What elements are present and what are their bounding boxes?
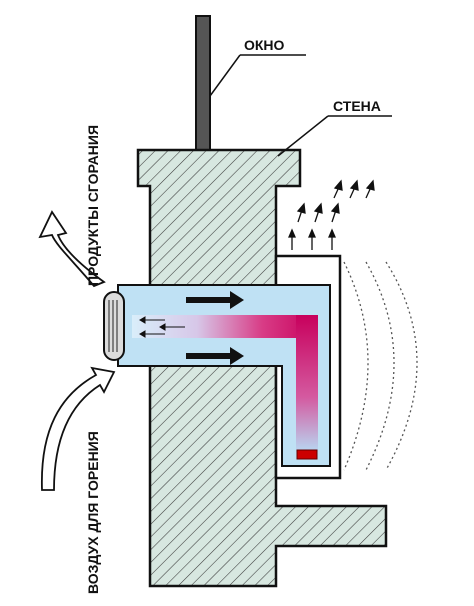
wall — [136, 148, 388, 588]
label-window: ОКНО — [244, 37, 285, 53]
terminal-grille — [108, 300, 118, 352]
wall-leader-line — [277, 115, 329, 157]
heat-radiation-arcs — [343, 261, 418, 471]
intake-arrow-bottom — [186, 347, 244, 365]
burner-flame — [296, 449, 318, 460]
flue-channel-vertical — [296, 315, 318, 452]
intake-arrow-top — [186, 291, 244, 309]
exhaust-small-arrows — [139, 316, 185, 338]
warm-air-arrows — [288, 179, 375, 250]
exhaust-curved-arrow — [38, 210, 106, 288]
intake-curved-arrow — [41, 366, 116, 491]
label-wall: СТЕНА — [333, 98, 381, 114]
label-combustion-products: ПРОДУКТЫ СГОРАНИЯ — [85, 125, 101, 286]
terminal-cap — [103, 291, 125, 361]
window-rod — [195, 15, 211, 155]
label-combustion-air: ВОЗДУХ ДЛЯ ГОРЕНИЯ — [85, 431, 101, 594]
window-leader-line — [209, 54, 241, 97]
